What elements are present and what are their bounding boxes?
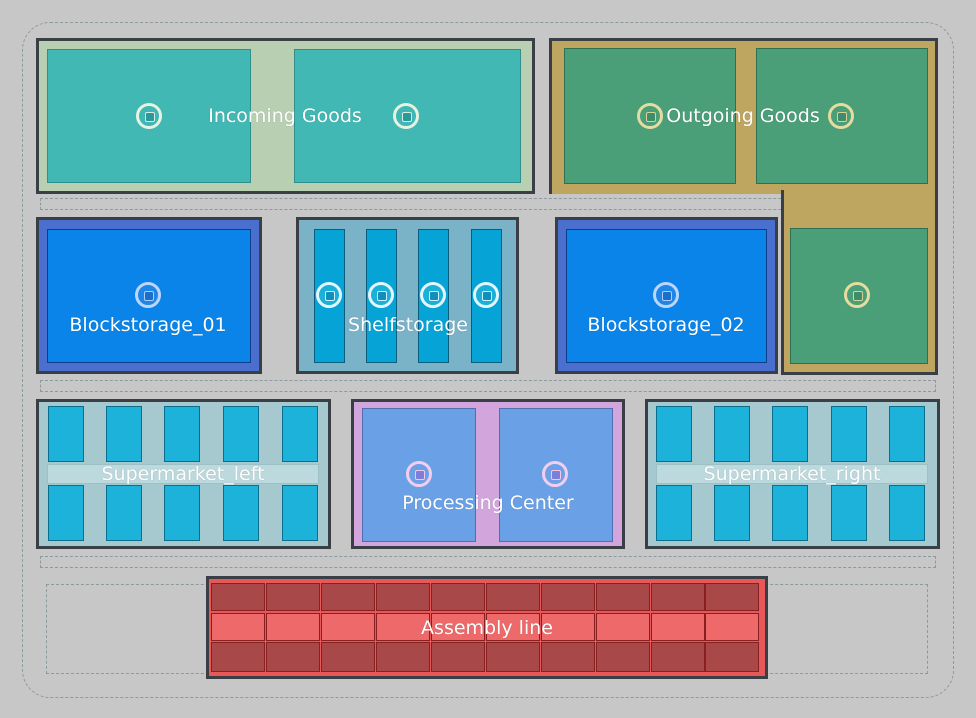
assembly-station: [211, 583, 265, 611]
location-marker-icon[interactable]: [368, 282, 394, 308]
zone-incoming-goods[interactable]: [36, 38, 535, 194]
assembly-station: [596, 583, 650, 611]
assembly-station: [376, 613, 430, 641]
assembly-station: [266, 613, 320, 641]
label-processing-center: Processing Center: [402, 492, 574, 514]
location-marker-icon[interactable]: [136, 103, 162, 129]
assembly-station: [486, 583, 540, 611]
assembly-station: [321, 583, 375, 611]
supermarket-left-slot: [106, 485, 142, 541]
supermarket-right-slot: [714, 485, 750, 541]
assembly-station: [651, 583, 705, 611]
supermarket-right-slot: [772, 406, 808, 462]
assembly-station: [266, 642, 320, 672]
location-marker-icon[interactable]: [828, 103, 854, 129]
outer-aisle-guide: [22, 22, 954, 698]
assembly-station: [431, 613, 485, 641]
assembly-station: [321, 613, 375, 641]
assembly-station: [211, 613, 265, 641]
label-blockstorage-01: Blockstorage_01: [69, 314, 227, 336]
label-blockstorage-02: Blockstorage_02: [587, 314, 745, 336]
location-marker-icon[interactable]: [406, 461, 432, 487]
assembly-station: [705, 583, 759, 611]
assembly-station: [431, 642, 485, 672]
supermarket-right-slot: [656, 406, 692, 462]
label-shelfstorage: Shelfstorage: [348, 314, 468, 336]
aisle-guide-row3: [40, 556, 936, 568]
assembly-station: [705, 642, 759, 672]
assembly-station: [431, 583, 485, 611]
supermarket-right-aisle: [656, 464, 928, 484]
supermarket-left-slot: [164, 406, 200, 462]
assembly-station: [486, 642, 540, 672]
supermarket-left-slot: [282, 406, 318, 462]
label-supermarket-left: Supermarket_left: [101, 463, 265, 485]
assembly-station: [541, 613, 595, 641]
location-marker-icon[interactable]: [542, 461, 568, 487]
location-marker-icon[interactable]: [653, 282, 679, 308]
supermarket-right-slot: [831, 485, 867, 541]
location-marker-icon[interactable]: [637, 103, 663, 129]
aisle-guide-row2: [40, 380, 936, 392]
assembly-station: [321, 642, 375, 672]
location-marker-icon[interactable]: [844, 282, 870, 308]
supermarket-right-slot: [831, 406, 867, 462]
assembly-station: [376, 583, 430, 611]
supermarket-left-aisle: [47, 464, 319, 484]
location-marker-icon[interactable]: [135, 282, 161, 308]
supermarket-left-slot: [282, 485, 318, 541]
location-marker-icon[interactable]: [316, 282, 342, 308]
assembly-station: [211, 642, 265, 672]
supermarket-left-slot: [223, 406, 259, 462]
zone-processing-center[interactable]: [351, 399, 625, 549]
assembly-station: [541, 583, 595, 611]
supermarket-left-slot: [223, 485, 259, 541]
blockstorage-02-area: [566, 229, 767, 363]
assembly-station: [596, 613, 650, 641]
location-marker-icon[interactable]: [420, 282, 446, 308]
assembly-station: [651, 613, 705, 641]
assembly-station: [705, 613, 759, 641]
supermarket-left-slot: [106, 406, 142, 462]
label-assembly-line: Assembly line: [421, 617, 553, 639]
supermarket-right-slot: [714, 406, 750, 462]
assembly-station: [266, 583, 320, 611]
supermarket-right-slot: [889, 485, 925, 541]
supermarket-left-slot: [48, 485, 84, 541]
assembly-station: [486, 613, 540, 641]
supermarket-left-slot: [48, 406, 84, 462]
supermarket-left-slot: [164, 485, 200, 541]
location-marker-icon[interactable]: [393, 103, 419, 129]
location-marker-icon[interactable]: [473, 282, 499, 308]
label-incoming-goods: Incoming Goods: [208, 105, 362, 127]
assembly-station: [651, 642, 705, 672]
label-supermarket-right: Supermarket_right: [703, 463, 881, 485]
assembly-station: [541, 642, 595, 672]
label-outgoing-goods: Outgoing Goods: [666, 105, 820, 127]
assembly-station: [596, 642, 650, 672]
supermarket-right-slot: [889, 406, 925, 462]
supermarket-right-slot: [656, 485, 692, 541]
supermarket-right-slot: [772, 485, 808, 541]
assembly-station: [376, 642, 430, 672]
